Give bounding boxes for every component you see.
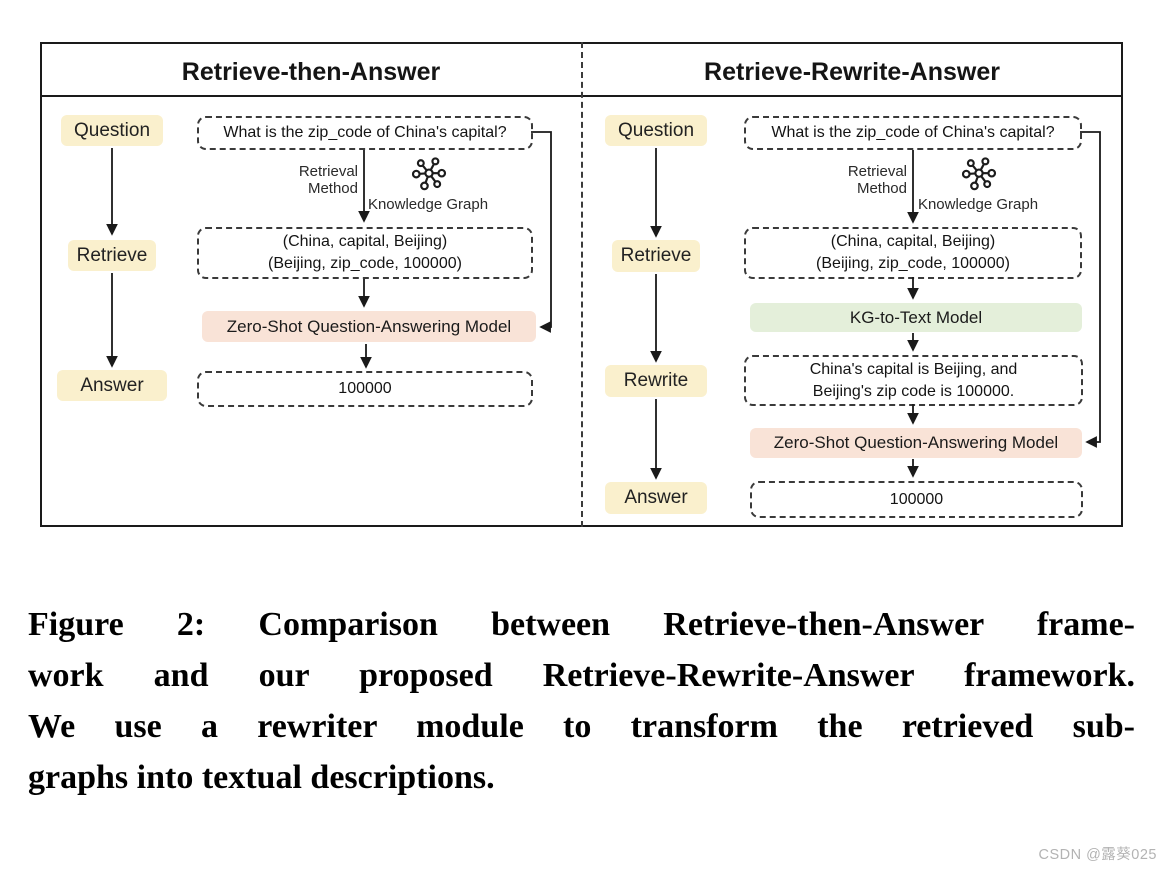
right-qa-model-box: Zero-Shot Question-Answering Model <box>750 428 1082 458</box>
rewritten-line-2: Beijing's zip code is 100000. <box>812 382 1015 400</box>
right-retrieval-method-label: Retrieval Method <box>847 163 907 197</box>
caption-line: Figure 2: Comparison between Retrieve-th… <box>28 606 1135 643</box>
right-panel-title: Retrieve-Rewrite-Answer <box>704 58 1000 86</box>
right-question-text: What is the zip_code of China's capital? <box>771 124 1055 141</box>
knowledge-graph-icon <box>961 157 997 191</box>
right-question-box: What is the zip_code of China's capital? <box>744 116 1082 150</box>
knowledge-graph-icon <box>411 157 447 191</box>
figure-caption: Figure 2: Comparison between Retrieve-th… <box>28 599 1135 803</box>
left-triple-2: (Beijing, zip_code, 100000) <box>268 255 462 272</box>
left-triple-1: (China, capital, Beijing) <box>282 233 448 250</box>
right-stage-answer: Answer <box>605 482 707 514</box>
left-question-text: What is the zip_code of China's capital? <box>223 124 507 141</box>
left-triples-box: (China, capital, Beijing) (Beijing, zip_… <box>197 227 533 279</box>
rewritten-line-1: China's capital is Beijing, and <box>809 360 1018 378</box>
right-triples-box: (China, capital, Beijing) (Beijing, zip_… <box>744 227 1082 279</box>
left-stage-retrieve: Retrieve <box>68 240 156 271</box>
right-triple-2: (Beijing, zip_code, 100000) <box>816 255 1010 272</box>
caption-line: graphs into textual descriptions. <box>28 759 495 796</box>
right-stage-question: Question <box>605 115 707 146</box>
left-qa-model-box: Zero-Shot Question-Answering Model <box>202 311 536 342</box>
csdn-watermark: CSDN @露葵025 <box>1038 847 1157 863</box>
right-triple-1: (China, capital, Beijing) <box>830 233 996 250</box>
right-stage-rewrite: Rewrite <box>605 365 707 397</box>
right-knowledge-graph-label: Knowledge Graph <box>917 196 1039 213</box>
right-stage-retrieve: Retrieve <box>612 240 700 272</box>
right-answer-box: 100000 <box>750 481 1083 518</box>
left-question-box: What is the zip_code of China's capital? <box>197 116 533 150</box>
caption-line: work and our proposed Retrieve-Rewrite-A… <box>28 657 1135 694</box>
left-panel-title: Retrieve-then-Answer <box>181 58 441 86</box>
right-rewritten-text-box: China's capital is Beijing, and Beijing'… <box>744 355 1083 406</box>
panel-divider-dashed-line <box>581 42 583 527</box>
left-stage-answer: Answer <box>57 370 167 401</box>
left-knowledge-graph-label: Knowledge Graph <box>367 196 489 213</box>
left-retrieval-method-label: Retrieval Method <box>298 163 358 197</box>
left-stage-question: Question <box>61 115 163 146</box>
left-answer-box: 100000 <box>197 371 533 407</box>
caption-line: We use a rewriter module to transform th… <box>28 708 1135 745</box>
right-kg-to-text-box: KG-to-Text Model <box>750 303 1082 332</box>
